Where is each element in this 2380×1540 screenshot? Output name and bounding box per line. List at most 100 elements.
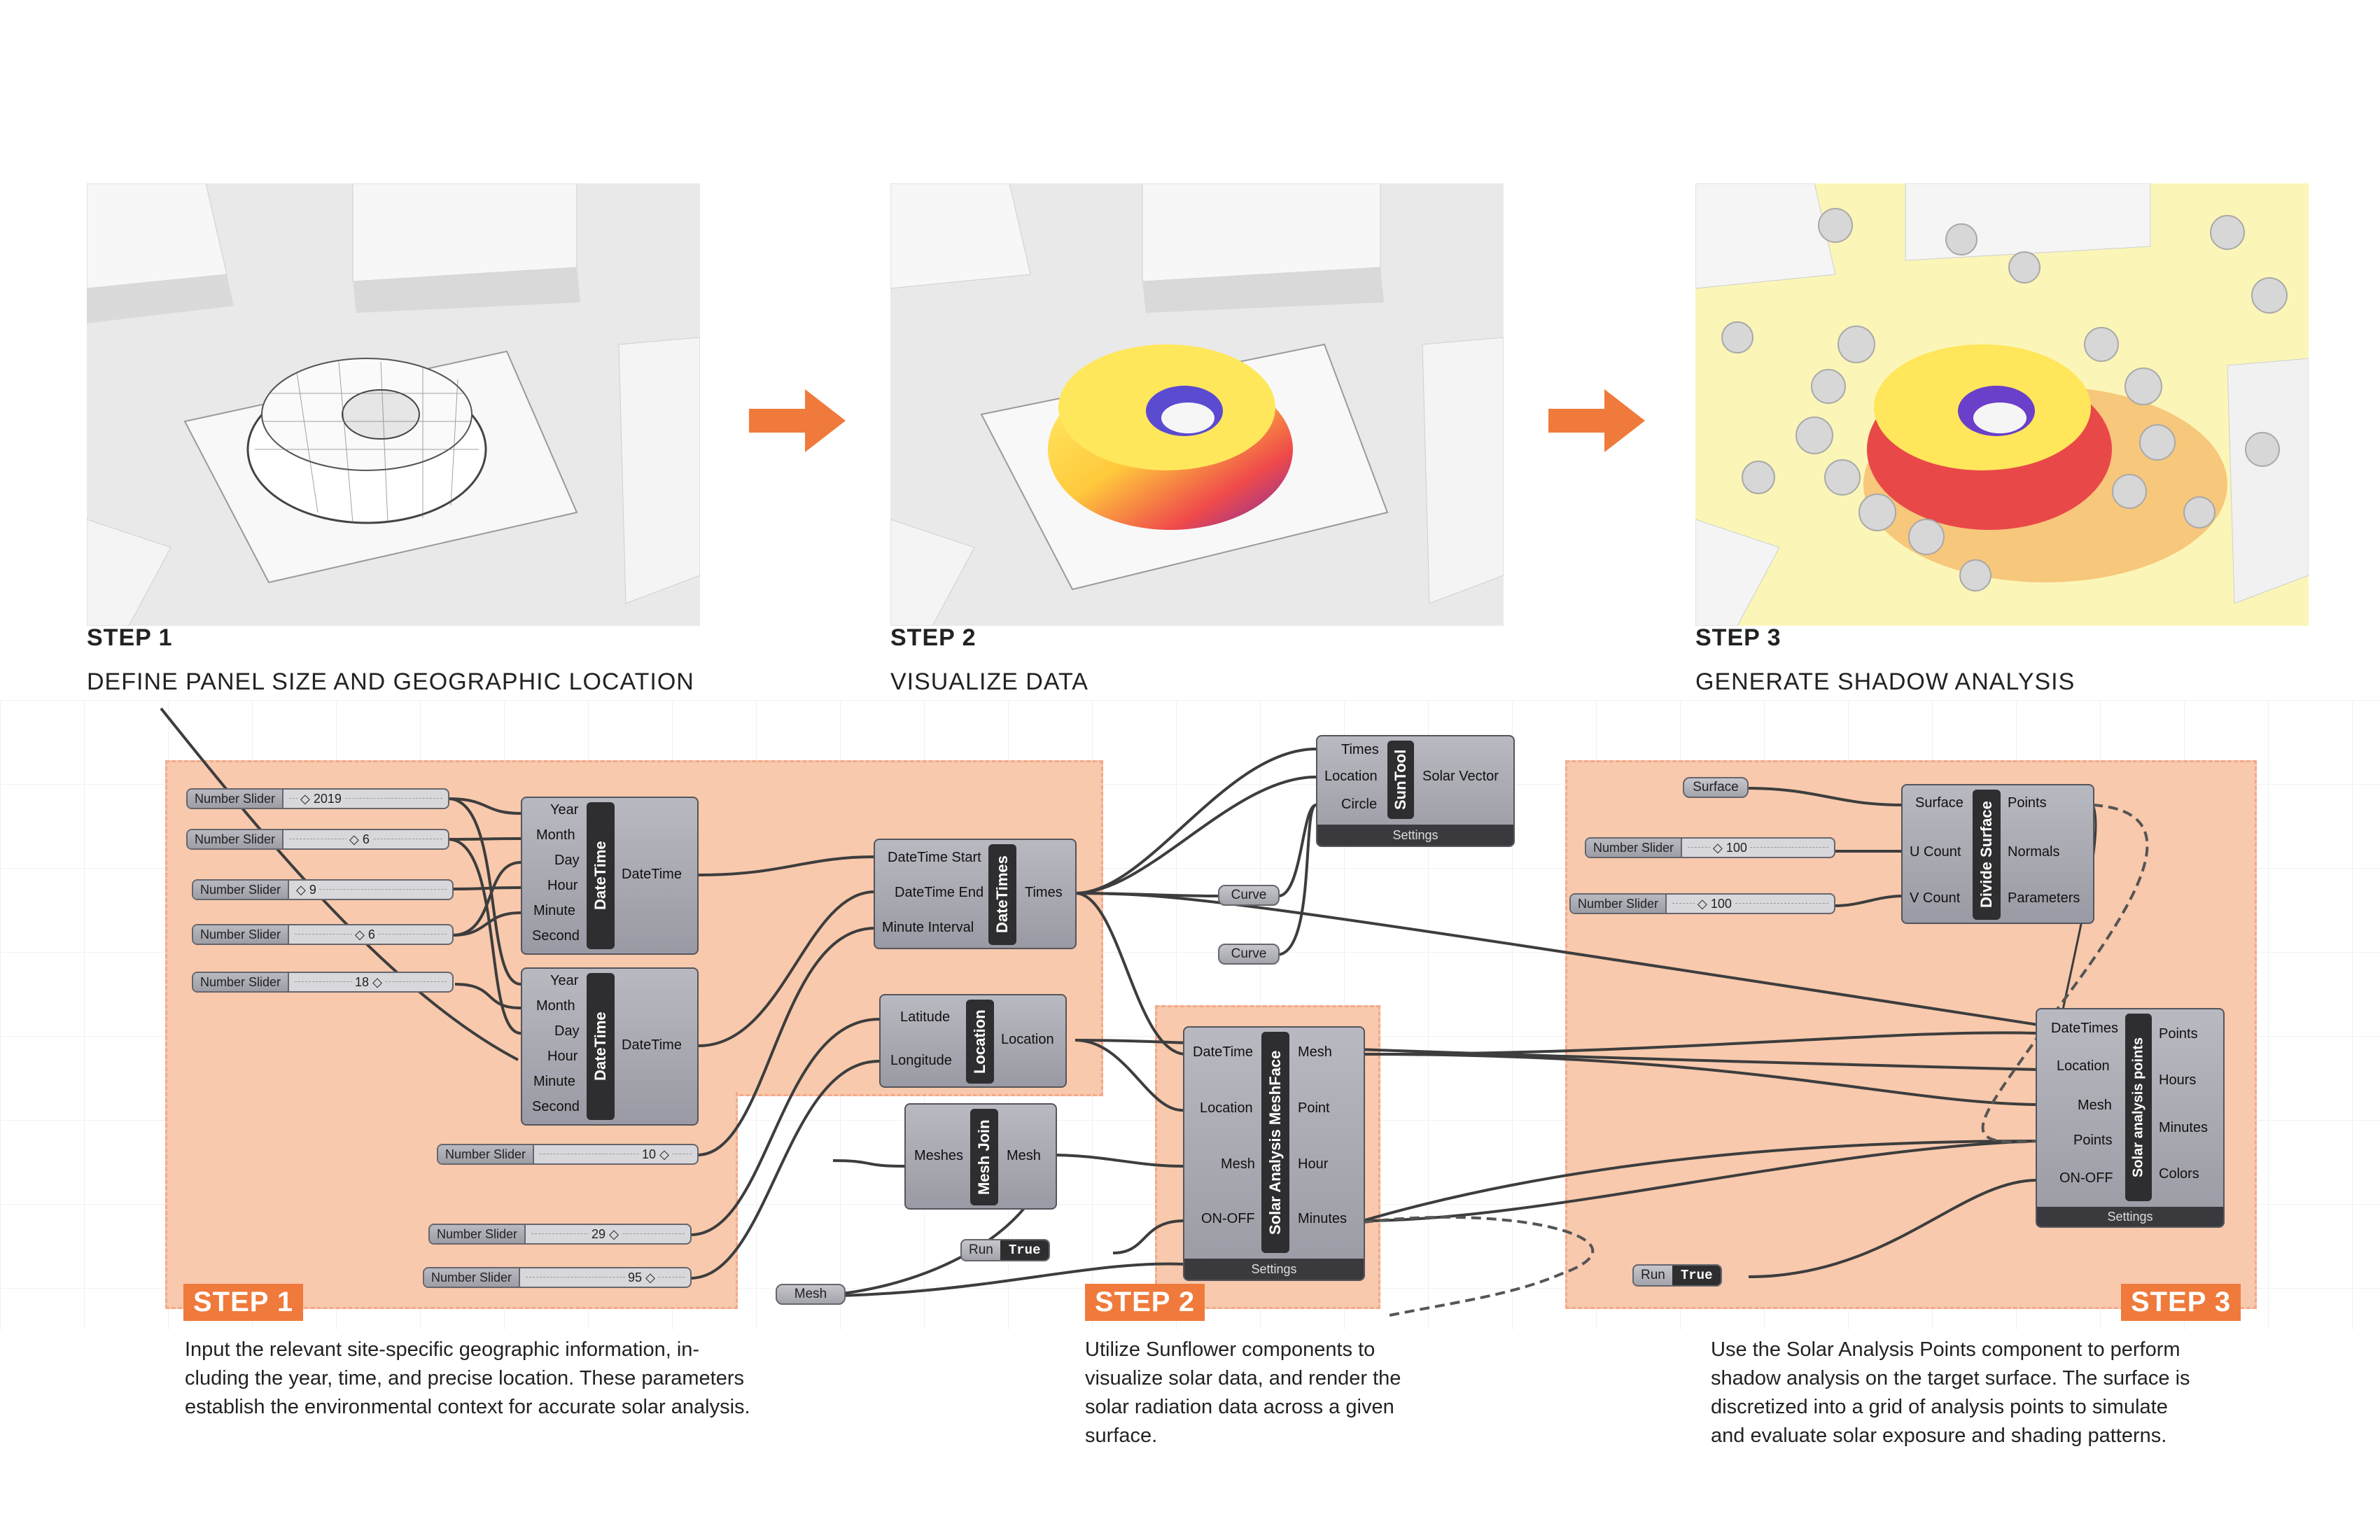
datetime-output[interactable]: DateTime: [622, 867, 682, 882]
meshface-settings-button[interactable]: Settings: [1184, 1259, 1364, 1280]
datetime-end-input[interactable]: DateTime End: [895, 885, 984, 900]
suntool-settings-button[interactable]: Settings: [1317, 825, 1513, 846]
on-off-input[interactable]: ON-OFF: [1201, 1211, 1255, 1226]
step3-subtitle: GENERATE SHADOW ANALYSIS: [1695, 668, 2076, 695]
hour-output[interactable]: Hour: [1298, 1156, 1329, 1172]
minutes-output[interactable]: Minutes: [1298, 1211, 1348, 1226]
year-input[interactable]: Year: [550, 802, 579, 818]
year-value: ◇ 2019: [298, 790, 344, 808]
desc-line: and evaluate solar exposure and shading …: [1711, 1424, 2167, 1447]
location-input[interactable]: Location: [2057, 1058, 2110, 1074]
sap-settings-button[interactable]: Settings: [2037, 1207, 2223, 1226]
datetime-component-1[interactable]: Year Month Day Hour Minute Second DateTi…: [521, 797, 699, 955]
circle-input[interactable]: Circle: [1341, 797, 1378, 812]
solar-vector-output[interactable]: Solar Vector: [1422, 769, 1499, 784]
desc-line: solar radiation data across a given: [1085, 1396, 1394, 1418]
longitude-value: 95 ◇: [625, 1268, 658, 1287]
year-input[interactable]: Year: [550, 973, 579, 988]
surface-input[interactable]: Surface: [1915, 795, 1963, 811]
minute-interval-input[interactable]: Minute Interval: [882, 920, 974, 935]
step3-description: Use the Solar Analysis Points component …: [1711, 1336, 2190, 1450]
on-off-input[interactable]: ON-OFF: [2059, 1170, 2113, 1186]
datetime-output[interactable]: DateTime: [622, 1037, 682, 1053]
run-toggle-step3[interactable]: Run True: [1632, 1264, 1723, 1287]
u-count-input[interactable]: U Count: [1910, 844, 1961, 860]
hour-slider[interactable]: Number Slider ◇ 6: [192, 924, 454, 945]
day-input[interactable]: Day: [554, 853, 580, 868]
second-slider[interactable]: Number Slider 18 ◇: [192, 972, 454, 993]
parameters-output[interactable]: Parameters: [2008, 890, 2080, 906]
point-output[interactable]: Point: [1298, 1100, 1330, 1116]
colors-output[interactable]: Colors: [2159, 1166, 2199, 1182]
points-input[interactable]: Points: [2073, 1133, 2113, 1148]
latitude-slider[interactable]: Number Slider 29 ◇: [428, 1224, 692, 1245]
interval-value: 10 ◇: [639, 1145, 672, 1163]
location-input[interactable]: Location: [1200, 1100, 1253, 1116]
run-toggle-step2[interactable]: Run True: [960, 1239, 1051, 1261]
location-component[interactable]: Latitude Longitude Location Location: [879, 994, 1067, 1088]
mesh-param[interactable]: Mesh: [776, 1284, 846, 1305]
mesh-join-component[interactable]: Meshes Mesh Join Mesh: [904, 1103, 1057, 1210]
minute-input[interactable]: Minute: [533, 903, 576, 918]
u-count-slider[interactable]: Number Slider ◇ 100: [1585, 837, 1835, 858]
longitude-slider[interactable]: Number Slider 95 ◇: [423, 1267, 692, 1288]
datetimes-input[interactable]: DateTimes: [2051, 1021, 2118, 1036]
suntool-component[interactable]: Times Location Circle SunTool Solar Vect…: [1316, 735, 1515, 847]
latitude-input[interactable]: Latitude: [900, 1009, 951, 1025]
points-output[interactable]: Points: [2159, 1026, 2198, 1042]
divide-surface-component[interactable]: Surface U Count V Count Divide Surface P…: [1901, 784, 2094, 924]
slider-label: Number Slider: [1586, 839, 1683, 857]
minute-input[interactable]: Minute: [533, 1074, 576, 1089]
hour-input[interactable]: Hour: [547, 1049, 578, 1064]
meshes-input[interactable]: Meshes: [914, 1148, 964, 1163]
v-count-input[interactable]: V Count: [1910, 890, 1961, 906]
datetime-start-input[interactable]: DateTime Start: [888, 850, 981, 865]
desc-line: Use the Solar Analysis Points component …: [1711, 1338, 2180, 1361]
mesh-output[interactable]: Mesh: [1298, 1044, 1332, 1060]
interval-slider[interactable]: Number Slider 10 ◇: [437, 1144, 699, 1165]
datetime-core: DateTime: [587, 973, 615, 1120]
minutes-output[interactable]: Minutes: [2159, 1120, 2208, 1135]
longitude-input[interactable]: Longitude: [890, 1053, 952, 1068]
step1-badge: STEP 1: [183, 1284, 304, 1321]
location-core: Location: [966, 1000, 994, 1084]
datetime-component-2[interactable]: Year Month Day Hour Minute Second DateTi…: [521, 967, 699, 1126]
solar-analysis-points-component[interactable]: DateTimes Location Mesh Points ON-OFF So…: [2036, 1008, 2225, 1228]
step3-render: [1695, 183, 2309, 626]
location-input[interactable]: Location: [1324, 769, 1378, 784]
curve-param-2[interactable]: Curve: [1218, 944, 1280, 965]
times-output[interactable]: Times: [1025, 885, 1063, 900]
hour-input[interactable]: Hour: [547, 878, 578, 893]
second-input[interactable]: Second: [532, 1099, 580, 1114]
step2-badge: STEP 2: [1085, 1284, 1205, 1321]
location-output[interactable]: Location: [1001, 1032, 1054, 1047]
solar-analysis-meshface-component[interactable]: DateTime Location Mesh ON-OFF Solar Anal…: [1183, 1026, 1365, 1281]
desc-line: Utilize Sunflower components to: [1085, 1338, 1376, 1361]
surface-param[interactable]: Surface: [1683, 777, 1749, 798]
arrow-right-icon: [749, 389, 846, 452]
v-count-slider[interactable]: Number Slider ◇ 100: [1569, 893, 1835, 914]
year-slider[interactable]: Number Slider ◇ 2019: [186, 788, 449, 809]
mesh-input[interactable]: Mesh: [2078, 1098, 2112, 1113]
month-input[interactable]: Month: [536, 998, 575, 1014]
normals-output[interactable]: Normals: [2008, 844, 2060, 860]
run-value: True: [1672, 1266, 1721, 1285]
month-slider[interactable]: Number Slider ◇ 6: [186, 829, 449, 850]
month-input[interactable]: Month: [536, 827, 575, 843]
mesh-input[interactable]: Mesh: [1221, 1156, 1255, 1172]
curve-param-1[interactable]: Curve: [1218, 885, 1280, 906]
desc-line: surface.: [1085, 1424, 1158, 1447]
times-input[interactable]: Times: [1341, 742, 1379, 757]
hours-output[interactable]: Hours: [2159, 1072, 2197, 1088]
points-output[interactable]: Points: [2008, 795, 2047, 811]
step3-badge: STEP 3: [2121, 1284, 2241, 1321]
datetimes-core: DateTimes: [988, 844, 1016, 945]
slider-label: Number Slider: [193, 881, 290, 899]
slider-label: Number Slider: [188, 790, 284, 808]
day-input[interactable]: Day: [554, 1023, 580, 1039]
datetimes-component[interactable]: DateTime Start DateTime End Minute Inter…: [874, 839, 1077, 949]
day-slider[interactable]: Number Slider ◇ 9: [192, 879, 454, 900]
second-input[interactable]: Second: [532, 928, 580, 944]
mesh-output[interactable]: Mesh: [1007, 1148, 1041, 1163]
datetime-input[interactable]: DateTime: [1193, 1044, 1253, 1060]
